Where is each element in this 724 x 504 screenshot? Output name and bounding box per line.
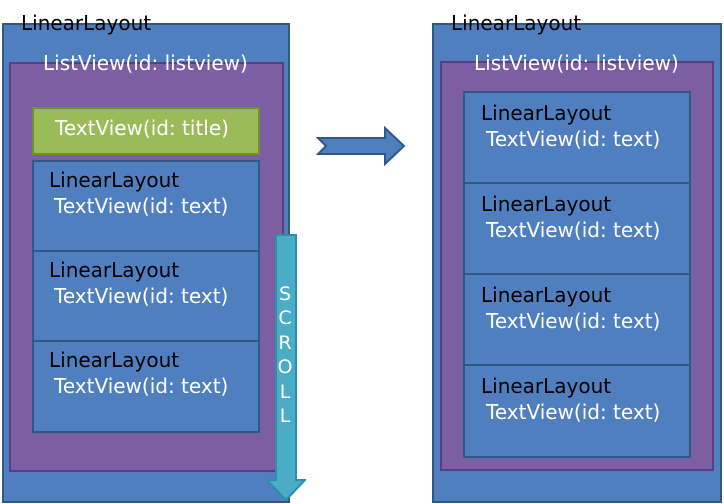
- right-row-3-layout-label: LinearLayout: [481, 283, 612, 307]
- left-row-2: LinearLayout TextView(id: text): [32, 250, 260, 342]
- right-row-3: LinearLayout TextView(id: text): [463, 273, 691, 367]
- right-row-2-layout-label: LinearLayout: [481, 192, 612, 216]
- scroll-label: SCROLL: [277, 283, 293, 428]
- left-title-text-view: TextView(id: title): [32, 107, 260, 155]
- left-row-3-layout-label: LinearLayout: [49, 348, 180, 372]
- left-row-3: LinearLayout TextView(id: text): [32, 340, 260, 433]
- right-row-4: LinearLayout TextView(id: text): [463, 364, 691, 458]
- right-row-3-text-label: TextView(id: text): [486, 309, 661, 333]
- right-row-4-layout-label: LinearLayout: [481, 374, 612, 398]
- right-row-1-layout-label: LinearLayout: [481, 101, 612, 125]
- left-list-view-label: ListView(id: listview): [43, 51, 248, 75]
- left-row-1-text-label: TextView(id: text): [54, 194, 229, 218]
- transition-arrow-icon: [316, 126, 406, 166]
- right-row-1: LinearLayout TextView(id: text): [463, 91, 691, 185]
- left-row-1-layout-label: LinearLayout: [49, 168, 180, 192]
- right-row-1-text-label: TextView(id: text): [486, 127, 661, 151]
- left-row-1: LinearLayout TextView(id: text): [32, 160, 260, 252]
- left-row-3-text-label: TextView(id: text): [54, 374, 229, 398]
- right-row-4-text-label: TextView(id: text): [486, 400, 661, 424]
- right-row-2-text-label: TextView(id: text): [486, 218, 661, 242]
- scroll-down-arrow-icon: [266, 234, 306, 502]
- left-row-2-text-label: TextView(id: text): [54, 284, 229, 308]
- right-row-2: LinearLayout TextView(id: text): [463, 182, 691, 276]
- left-row-2-layout-label: LinearLayout: [49, 258, 180, 282]
- right-linear-layout-label: LinearLayout: [451, 11, 582, 35]
- right-list-view-label: ListView(id: listview): [474, 51, 679, 75]
- left-title-text-view-label: TextView(id: title): [55, 116, 229, 140]
- left-linear-layout-label: LinearLayout: [21, 11, 152, 35]
